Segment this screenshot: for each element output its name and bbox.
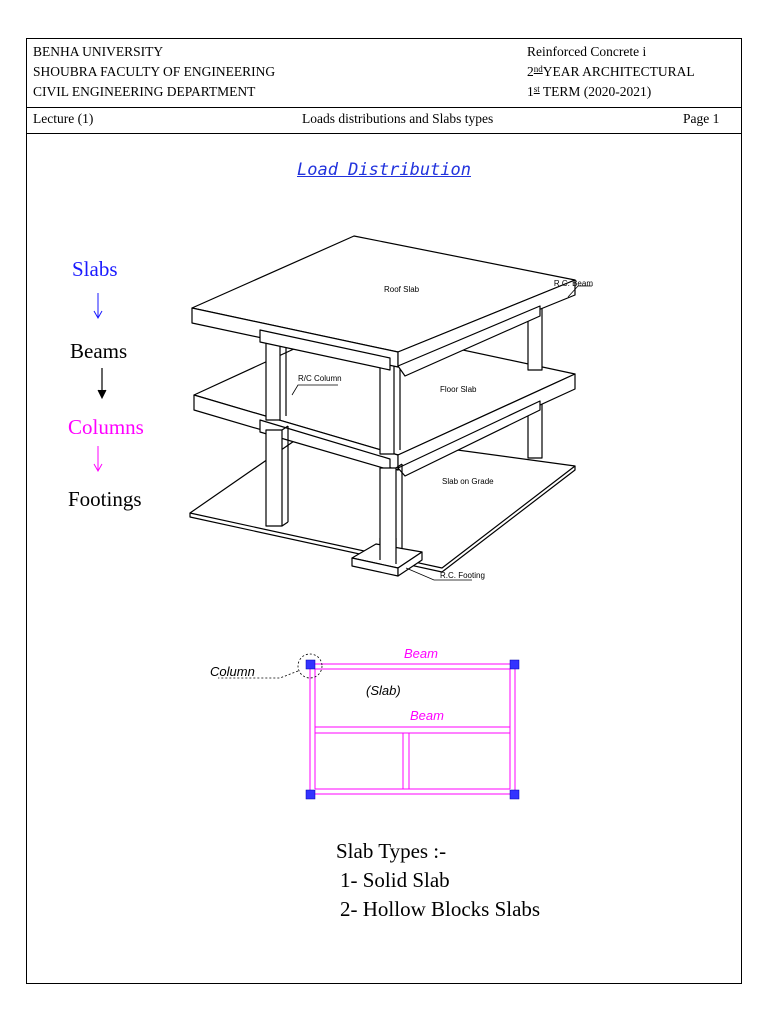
flow-columns: Columns bbox=[68, 415, 144, 439]
slab-type-1: 1- Solid Slab bbox=[340, 868, 450, 892]
term-line: 1st TERM (2020-2021) bbox=[527, 84, 652, 99]
label-beam-top: Beam bbox=[404, 646, 438, 661]
label-rc-footing: R.C. Footing bbox=[440, 571, 485, 580]
plan-outline bbox=[309, 663, 516, 795]
course-name: Reinforced Concrete i bbox=[527, 44, 647, 59]
page-number: Page 1 bbox=[683, 111, 720, 126]
slab-plan-drawing: Column Beam (Slab) Beam bbox=[210, 646, 520, 800]
faculty-name: SHOUBRA FACULTY OF ENGINEERING bbox=[33, 64, 276, 79]
column-square-icon bbox=[305, 789, 316, 800]
flow-beams: Beams bbox=[70, 339, 128, 363]
arrow-down-icon bbox=[97, 368, 107, 400]
arrow-down-icon bbox=[93, 446, 103, 473]
label-column: Column bbox=[210, 664, 255, 679]
page-title: Load Distribution bbox=[297, 160, 471, 180]
flow-slabs: Slabs bbox=[72, 257, 118, 281]
flow-footings: Footings bbox=[68, 487, 142, 511]
label-roof-slab: Roof Slab bbox=[384, 285, 420, 294]
slab-types-heading: Slab Types :- bbox=[336, 839, 447, 863]
column-square-icon bbox=[509, 789, 520, 800]
label-rc-column: R/C Column bbox=[298, 374, 342, 383]
label-slab: (Slab) bbox=[366, 683, 401, 698]
arrow-down-icon bbox=[93, 293, 103, 320]
label-rc-beam: R.C. Beam bbox=[554, 279, 593, 288]
header-divider-bottom bbox=[26, 133, 742, 134]
department-name: CIVIL ENGINEERING DEPARTMENT bbox=[33, 84, 256, 99]
slab-type-2: 2- Hollow Blocks Slabs bbox=[340, 897, 541, 921]
column-square-icon bbox=[509, 659, 520, 670]
label-slab-on-grade: Slab on Grade bbox=[442, 477, 494, 486]
column-lower-left bbox=[265, 429, 283, 527]
building-illustration: Roof Slab R.C. Beam R/C Column Floor Sla… bbox=[189, 235, 593, 581]
lecture-topic: Loads distributions and Slabs types bbox=[302, 111, 494, 126]
university-name: BENHA UNIVERSITY bbox=[33, 44, 164, 59]
lecture-number: Lecture (1) bbox=[33, 111, 94, 126]
label-floor-slab: Floor Slab bbox=[440, 385, 477, 394]
label-beam-mid: Beam bbox=[410, 708, 444, 723]
year-line: 2ndYEAR ARCHITECTURAL bbox=[527, 64, 695, 79]
column-square-icon bbox=[305, 659, 316, 670]
header-divider-top bbox=[26, 107, 742, 108]
page-frame bbox=[26, 38, 742, 984]
column-upper-front bbox=[379, 363, 395, 455]
